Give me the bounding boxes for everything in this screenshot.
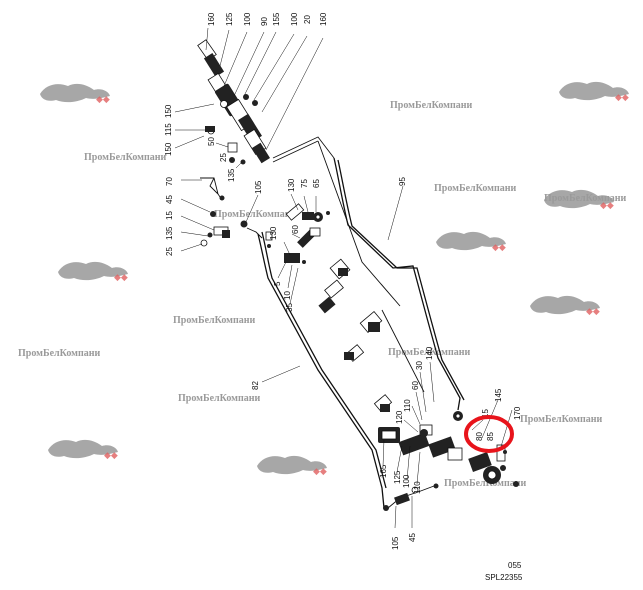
part-label-100: 100 — [290, 12, 299, 26]
part-label-100: 100 — [243, 12, 252, 26]
drawing-code-id: SPL22355 — [485, 573, 523, 582]
watermark-logo: ◆◆ — [40, 83, 110, 104]
watermark-text: ПромБелКомпани — [178, 393, 261, 404]
part-label-10: 10 — [283, 291, 292, 300]
part-label-15: 15 — [481, 409, 490, 418]
part-label-135: 135 — [227, 168, 236, 182]
svg-text:◆◆: ◆◆ — [615, 92, 629, 102]
valve-assembly — [284, 203, 393, 412]
part-label-165: 165 — [379, 464, 388, 478]
part-label-25: 25 — [219, 153, 228, 162]
highlight-circle — [464, 415, 514, 453]
watermark-logo: ◆◆ — [544, 189, 614, 210]
watermark-logo: ◆◆ — [257, 455, 327, 476]
part-label-120: 120 — [395, 410, 404, 424]
hose-lines — [246, 136, 465, 509]
svg-text:◆◆: ◆◆ — [586, 306, 600, 316]
watermark-text: ПромБелКомпани — [173, 315, 256, 326]
part-label-70: 70 — [165, 177, 174, 186]
part-label-65: 65 — [312, 179, 321, 188]
part-label-75: 75 — [300, 179, 309, 188]
watermark-logo: ◆◆ — [58, 261, 128, 282]
bracket-part — [200, 177, 225, 201]
svg-text:◆◆: ◆◆ — [114, 272, 128, 282]
part-label-105: 105 — [254, 180, 263, 194]
left-fittings — [200, 211, 273, 248]
leader-lines — [174, 27, 513, 529]
part-label-125: 125 — [393, 470, 402, 484]
part-label-50: 50 — [207, 137, 216, 146]
watermark-text: ПромБелКомпани — [520, 414, 603, 425]
part-label-80: 80 — [475, 432, 484, 441]
top-assembly — [197, 39, 271, 165]
part-label-145: 145 — [494, 388, 503, 402]
watermark-text: ПромБелКомпани — [388, 347, 471, 358]
part-label-110: 110 — [413, 481, 422, 494]
part-label-95: 95 — [398, 177, 407, 186]
watermark-text: ПромБелКомпани — [544, 193, 627, 204]
part-label-140: 140 — [425, 346, 434, 360]
part-label-60: 60 — [291, 225, 300, 234]
part-label-160: 160 — [319, 12, 328, 26]
watermark-logo: ◆◆ — [48, 439, 118, 460]
part-label-130: 130 — [287, 178, 296, 192]
bottom-assembly — [378, 411, 519, 511]
part-label-82: 82 — [251, 381, 260, 390]
svg-text:◆◆: ◆◆ — [600, 200, 614, 210]
part-label-155: 155 — [272, 12, 281, 26]
part-label-150: 150 — [164, 142, 173, 156]
watermark-logo: ◆◆ — [559, 81, 629, 102]
drawing-code-page: 055 — [508, 561, 522, 570]
svg-text:◆◆: ◆◆ — [492, 242, 506, 252]
part-label-45: 45 — [165, 195, 174, 204]
watermark-text: ПромБелКомпани — [18, 348, 101, 359]
part-label-100: 100 — [402, 474, 411, 488]
part-label-125: 125 — [225, 12, 234, 26]
watermark-text: ПромБелКомпани — [84, 152, 167, 163]
part-label-135: 135 — [165, 226, 174, 240]
watermark-text: ПромБелКомпани — [434, 183, 517, 194]
part-label-20: 20 — [303, 15, 312, 24]
part-label-5: 5 — [273, 281, 282, 286]
part-label-150: 150 — [164, 104, 173, 118]
part-label-15: 15 — [165, 211, 174, 220]
watermark-logo: ◆◆ — [530, 295, 600, 316]
watermark-text: ПромБелКомпани — [390, 100, 473, 111]
part-label-170: 170 — [513, 406, 522, 420]
part-label-130: 130 — [269, 226, 278, 240]
part-labels: 160 125 100 90 155 100 20 160 150 115 15… — [164, 12, 522, 550]
part-label-45: 45 — [408, 533, 417, 542]
watermark-logo: ◆◆ — [436, 231, 506, 252]
svg-text:◆◆: ◆◆ — [96, 94, 110, 104]
part-label-25: 25 — [165, 247, 174, 256]
part-label-110: 110 — [403, 399, 412, 412]
part-label-30: 30 — [415, 361, 424, 370]
part-label-60: 60 — [411, 381, 420, 390]
svg-text:◆◆: ◆◆ — [313, 466, 327, 476]
svg-text:◆◆: ◆◆ — [104, 450, 118, 460]
part-label-105: 105 — [391, 536, 400, 550]
part-label-35: 35 — [285, 303, 294, 312]
part-label-85: 85 — [486, 432, 495, 441]
part-label-90: 90 — [260, 17, 269, 26]
part-label-160: 160 — [207, 12, 216, 26]
watermark-text: ПромБелКомпани — [214, 209, 297, 220]
watermark-text: ПромБелКомпани — [444, 478, 527, 489]
part-label-115: 115 — [164, 123, 173, 136]
